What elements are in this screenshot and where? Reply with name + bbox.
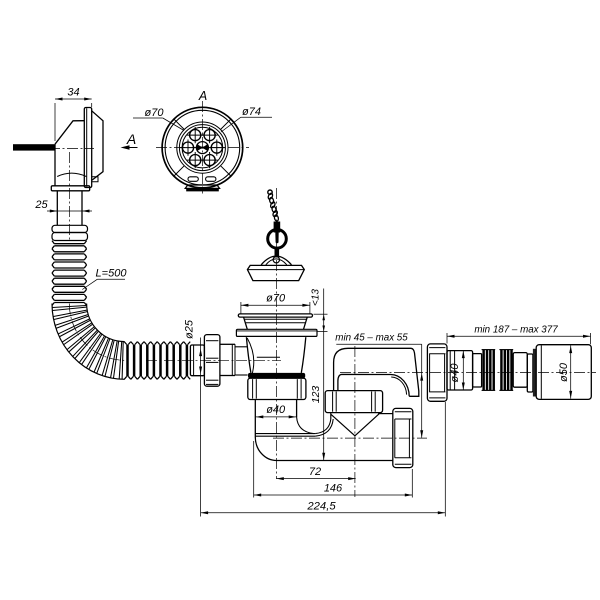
svg-text:<13: <13 bbox=[311, 289, 322, 306]
svg-text:ø25: ø25 bbox=[184, 319, 196, 339]
svg-text:ø40: ø40 bbox=[449, 363, 461, 383]
svg-text:123: 123 bbox=[310, 386, 322, 404]
svg-text:A: A bbox=[126, 131, 136, 147]
svg-text:ø70: ø70 bbox=[145, 107, 165, 119]
svg-text:146: 146 bbox=[324, 482, 343, 494]
svg-text:34: 34 bbox=[67, 87, 79, 99]
svg-text:min 187 – max 377: min 187 – max 377 bbox=[474, 325, 558, 336]
svg-text:72: 72 bbox=[309, 466, 321, 478]
svg-text:224,5: 224,5 bbox=[306, 501, 336, 513]
svg-text:ø74: ø74 bbox=[242, 106, 261, 118]
svg-text:L=500: L=500 bbox=[96, 268, 128, 280]
svg-text:min 45 – max 55: min 45 – max 55 bbox=[335, 333, 408, 344]
svg-text:ø70: ø70 bbox=[266, 293, 286, 305]
svg-text:ø40: ø40 bbox=[266, 404, 286, 416]
svg-text:A: A bbox=[198, 89, 207, 103]
svg-text:25: 25 bbox=[34, 199, 48, 211]
svg-text:ø50: ø50 bbox=[558, 362, 570, 382]
